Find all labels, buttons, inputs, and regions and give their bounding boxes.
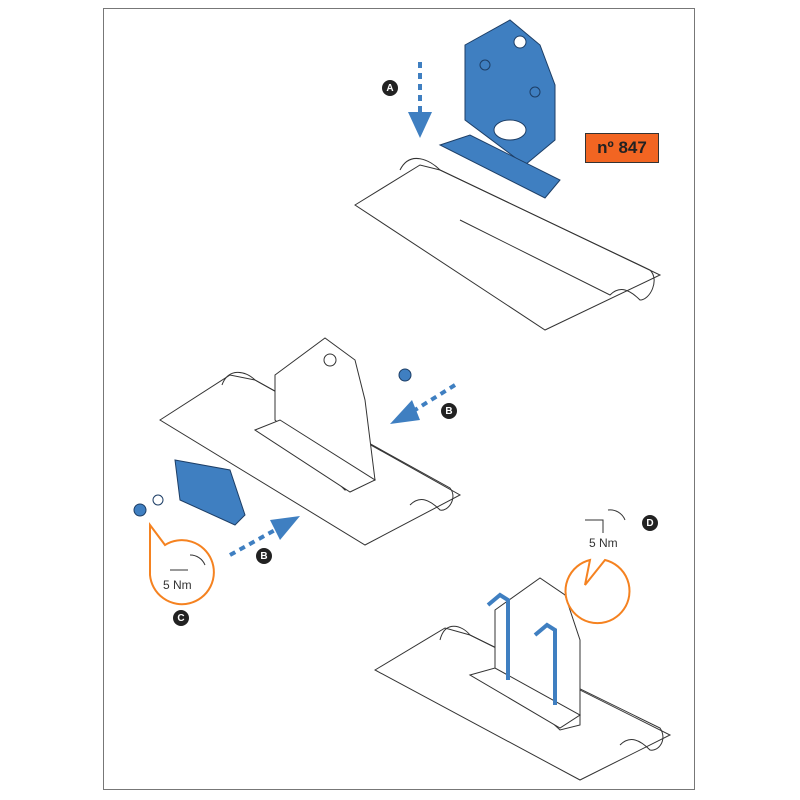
hex-key-left bbox=[486, 592, 510, 680]
bracket-blue-top bbox=[464, 19, 556, 166]
torque-callout-c bbox=[149, 522, 215, 606]
step-label-b-upper: B bbox=[441, 403, 457, 419]
hex-key-right bbox=[533, 622, 557, 705]
step-label-c: C bbox=[173, 610, 189, 626]
base-plate-blue bbox=[438, 134, 561, 199]
diagram-frame bbox=[103, 8, 695, 790]
rail-1-seam bbox=[399, 158, 655, 301]
torque-value-d: 5 Nm bbox=[589, 536, 618, 550]
clamp-blue bbox=[174, 459, 246, 526]
step-label-b-lower: B bbox=[256, 548, 272, 564]
rail-2-seam bbox=[221, 371, 454, 511]
step-label-a: A bbox=[382, 80, 398, 96]
torque-value-c: 5 Nm bbox=[163, 578, 192, 592]
step-label-d: D bbox=[642, 515, 658, 531]
torque-callout-d bbox=[564, 558, 631, 625]
rail-1 bbox=[354, 164, 662, 331]
arrow-b-lower bbox=[229, 528, 276, 557]
part-number-badge: nº 847 bbox=[585, 133, 659, 163]
rail-3-seam bbox=[439, 625, 664, 751]
arrow-b-upper bbox=[413, 383, 457, 412]
